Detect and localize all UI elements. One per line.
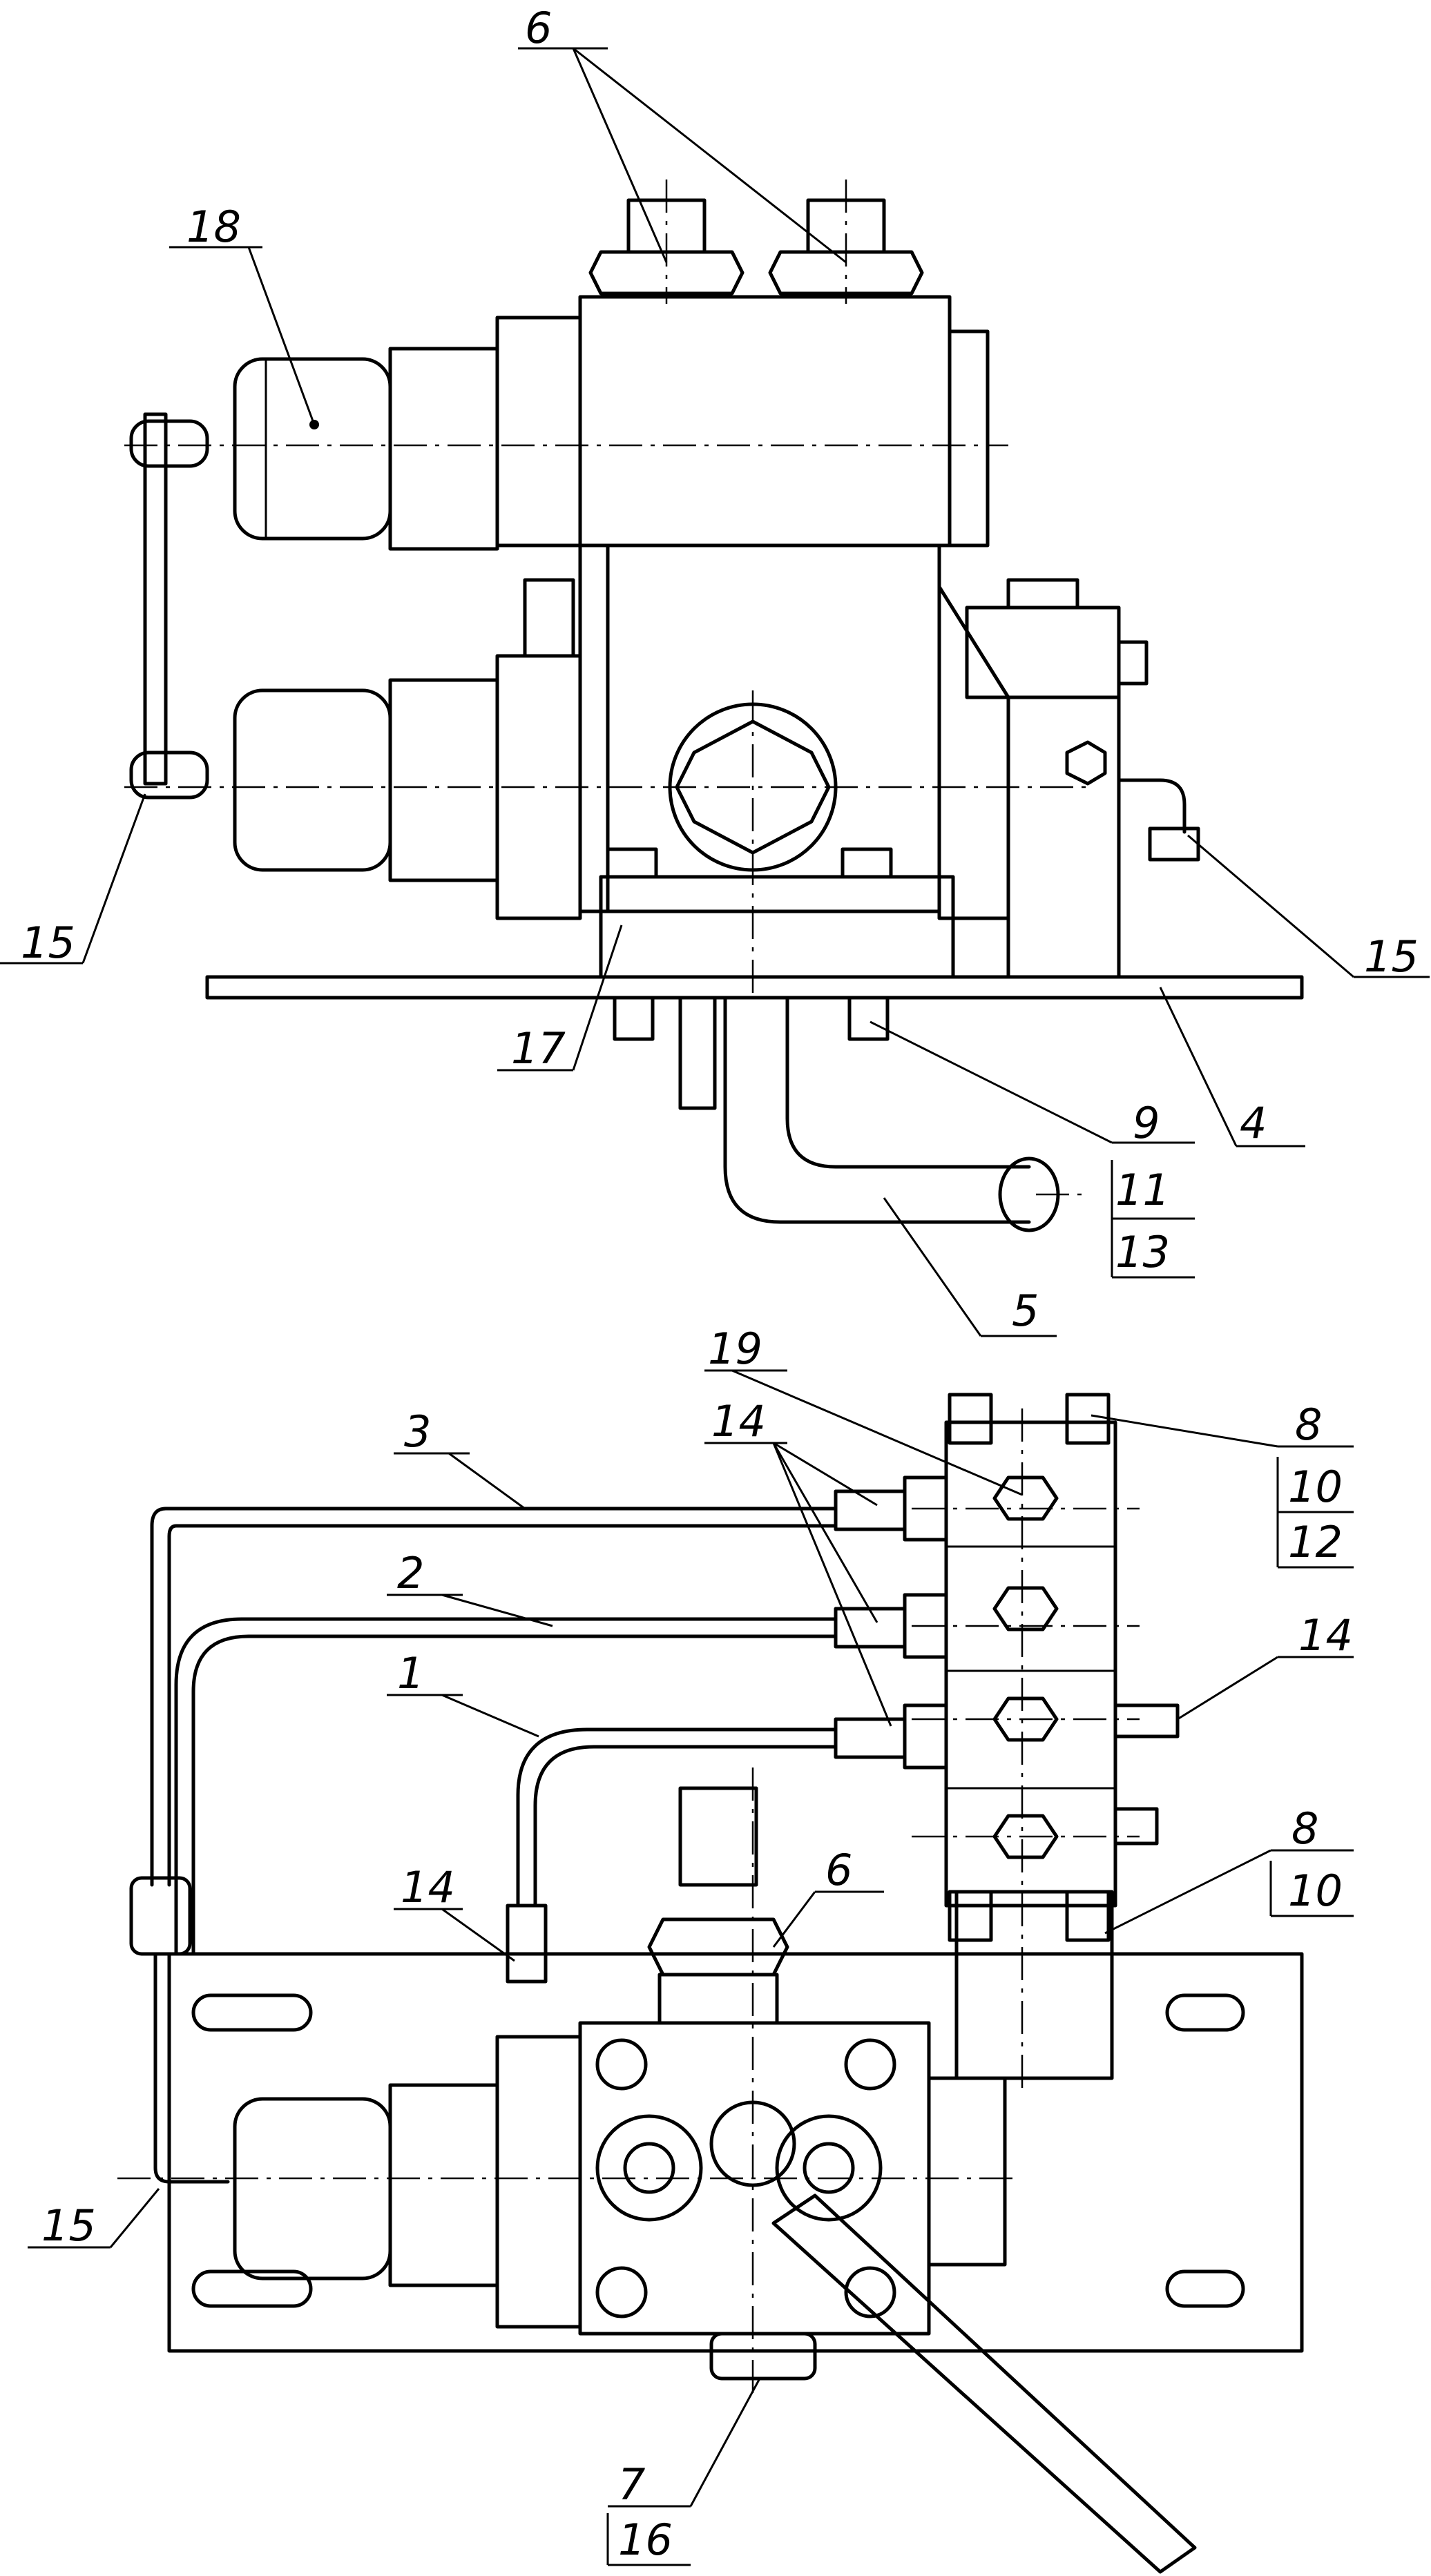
side-block <box>965 606 1121 699</box>
plug-7-16 <box>709 2332 817 2381</box>
top-view <box>124 180 1304 1232</box>
port-left-outer <box>595 2114 703 2222</box>
valve-body-cap <box>927 2076 1007 2267</box>
tube-fitting-upper <box>129 419 209 468</box>
outlet-pipe-diagonal <box>771 2194 1197 2574</box>
upper-actuator-body <box>388 347 499 551</box>
pipe-2 <box>174 1617 838 1956</box>
label-16: 16 <box>618 2515 673 2565</box>
elbow-nut <box>1148 826 1200 862</box>
slot-bottom-right <box>1165 2269 1245 2308</box>
label-3: 3 <box>404 1406 431 1457</box>
bolt-head-right <box>841 847 893 879</box>
bolt-head-left <box>606 847 658 879</box>
actuator-flange <box>495 2035 582 2329</box>
connector-stub <box>523 578 575 658</box>
callouts: 6 18 15 15 17 4 9 11 13 5 19 <box>0 3 1430 2566</box>
cap-nut-6-stem <box>678 1786 758 1887</box>
lower-actuator-cap <box>233 688 392 872</box>
label-15-top-right: 15 <box>1364 931 1419 982</box>
label-14-left: 14 <box>401 1862 455 1912</box>
label-9: 9 <box>1133 1098 1160 1148</box>
pipe-1 <box>516 1727 838 1908</box>
lower-body-base <box>599 875 955 979</box>
label-12: 12 <box>1288 1517 1343 1567</box>
outlet-pipe-outer <box>723 996 1031 1224</box>
lower-actuator-body <box>388 678 499 882</box>
cap-nut-6-base <box>657 1973 779 2025</box>
tube-fitting-lower <box>129 750 209 800</box>
side-plug <box>1113 1807 1159 1846</box>
label-14-right: 14 <box>1298 1610 1353 1660</box>
base-plate <box>167 1952 1304 2353</box>
label-8-mid: 8 <box>1291 1803 1318 1854</box>
drain-plug <box>678 996 717 1110</box>
cap-nut-right-hex <box>768 250 924 296</box>
angled-housing <box>937 585 1010 920</box>
upper-actuator-cap <box>233 357 392 541</box>
actuator-body <box>388 2083 499 2287</box>
slot-top-right <box>1165 1993 1245 2032</box>
lower-body-side <box>578 543 610 913</box>
slot-bottom-left <box>191 2269 313 2308</box>
connecting-tube <box>143 412 168 786</box>
label-17: 17 <box>511 1023 566 1074</box>
elbow-fitting-right <box>1117 778 1187 834</box>
pipe-2-inner <box>191 1634 838 1956</box>
label-11: 11 <box>1115 1165 1170 1215</box>
label-7: 7 <box>618 2459 645 2510</box>
nut-17 <box>613 996 655 1041</box>
manifold-hex-ports <box>992 1475 1059 1859</box>
fitting-14-left <box>506 1904 548 1984</box>
port-right-outer <box>775 2114 883 2222</box>
actuator-cap <box>233 2097 392 2280</box>
label-10-top: 10 <box>1288 1462 1343 1512</box>
port-right-inner <box>803 2142 855 2194</box>
pipe-1-inner <box>533 1745 838 1908</box>
pipe-3-inner <box>167 1524 838 1887</box>
label-19: 19 <box>708 1324 762 1374</box>
label-6-top: 6 <box>525 3 552 53</box>
label-4: 4 <box>1240 1098 1267 1148</box>
upper-valve-body <box>578 295 952 548</box>
label-15-bot: 15 <box>41 2200 96 2251</box>
bottom-view <box>117 1393 1304 2574</box>
nut-9 <box>847 996 890 1041</box>
side-top-nut <box>1006 578 1079 610</box>
hex-nut-side <box>1065 740 1107 786</box>
label-8-top: 8 <box>1295 1400 1322 1450</box>
label-13: 13 <box>1115 1227 1170 1277</box>
upper-valve-cap <box>948 329 990 548</box>
mounting-plate <box>205 975 1304 1000</box>
fitting-15 <box>129 1876 192 1956</box>
manifold-lower <box>954 1890 1114 2080</box>
outlet-pipe-inner <box>785 996 1031 1169</box>
side-fitting <box>1117 640 1149 686</box>
pipe-3 <box>150 1507 838 1887</box>
label-5: 5 <box>1012 1286 1039 1336</box>
label-6-bot: 6 <box>825 1845 852 1895</box>
label-15-top-left: 15 <box>21 918 75 968</box>
cap-nut-6-hex <box>647 1917 789 1977</box>
label-10-mid: 10 <box>1288 1866 1343 1916</box>
fitting-15-elbow <box>153 1952 230 2184</box>
slot-top-left <box>191 1993 313 2032</box>
manifold-block <box>944 1420 1117 1908</box>
label-18: 18 <box>186 202 241 252</box>
label-1: 1 <box>397 1648 424 1698</box>
manifold-studs <box>948 1393 1111 1942</box>
label-14-top: 14 <box>711 1396 766 1446</box>
upper-flange <box>495 316 582 548</box>
label-2: 2 <box>397 1548 424 1598</box>
cap-nut-left-hex <box>588 250 745 296</box>
side-column <box>1006 695 1121 979</box>
body-bolts <box>595 2038 896 2318</box>
fitting-14-right <box>1113 1703 1180 1739</box>
port-left-inner <box>623 2142 675 2194</box>
